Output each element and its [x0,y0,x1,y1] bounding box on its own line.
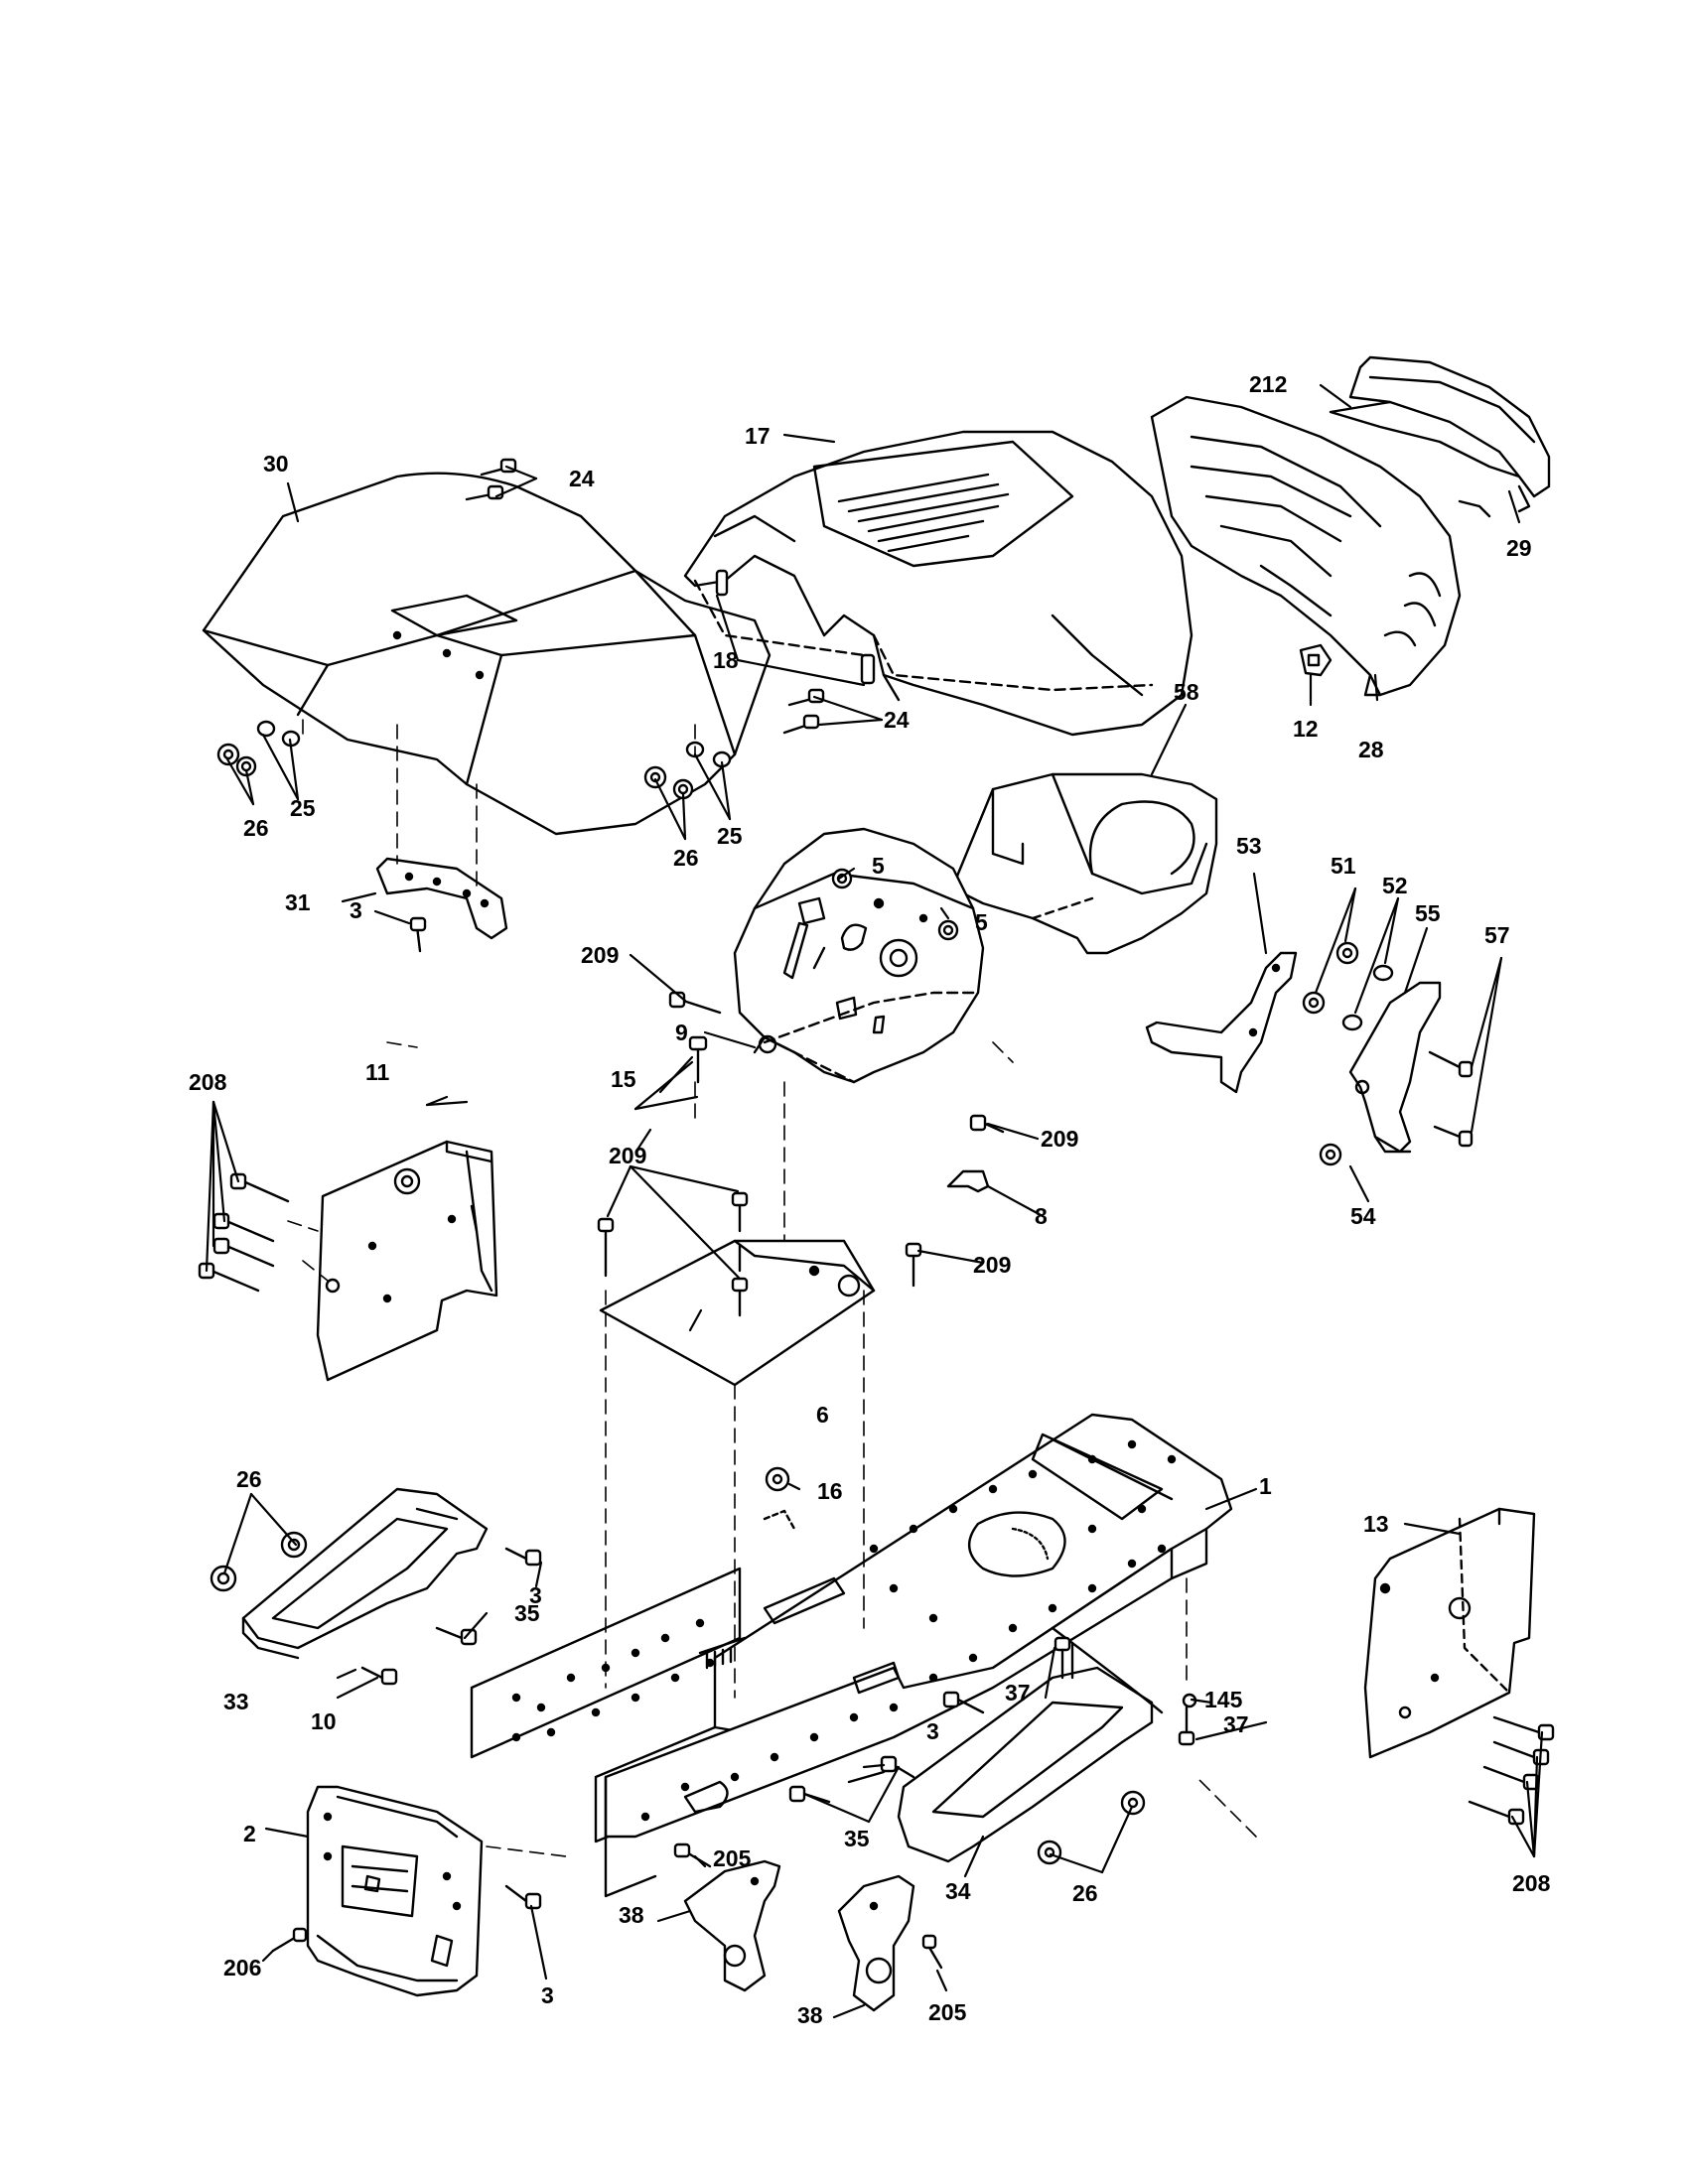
footrest-left-part[interactable] [211,1489,540,1684]
grille-part[interactable] [1152,397,1460,695]
callout-12: 12 [1293,716,1319,742]
callout-15: 15 [611,1066,636,1092]
callout-3: 3 [529,1582,542,1608]
callout-54: 54 [1350,1203,1376,1229]
callout-5: 5 [872,853,885,879]
callout-208: 208 [189,1069,227,1095]
bracket-55-part[interactable] [1350,983,1440,1152]
callout-25: 25 [717,823,743,849]
callout-29: 29 [1506,535,1532,561]
callout-26: 26 [236,1466,262,1492]
callout-35: 35 [844,1826,870,1851]
callout-33: 33 [223,1689,249,1714]
fender-hardware-part[interactable] [218,460,823,951]
shroud-part[interactable] [953,774,1216,953]
callout-209: 209 [973,1252,1011,1278]
callout-6: 6 [816,1402,829,1428]
callout-38: 38 [619,1902,644,1928]
plate-part[interactable] [599,1193,920,1490]
callout-30: 30 [263,451,289,477]
fender-part[interactable] [204,474,770,834]
callout-3: 3 [926,1718,939,1744]
callout-55: 55 [1415,900,1441,926]
callout-52: 52 [1382,873,1408,898]
bracket-38-left-part[interactable] [675,1844,779,1990]
hood-part[interactable] [685,432,1192,735]
leader-lines [205,383,1544,2019]
bumper-part[interactable] [1350,357,1549,516]
callout-209: 209 [609,1143,646,1168]
callout-145: 145 [1204,1687,1243,1712]
callout-26: 26 [1072,1880,1098,1906]
callout-1: 1 [1259,1473,1272,1499]
callout-51: 51 [1331,853,1356,879]
pin-part[interactable] [717,571,874,683]
callout-205: 205 [928,1999,967,2025]
callout-28: 28 [1358,737,1384,762]
callout-11: 11 [365,1059,390,1085]
rear-bracket-part[interactable] [273,1787,540,1995]
callout-31: 31 [285,889,311,915]
callout-209: 209 [1041,1126,1078,1152]
callout-18: 18 [713,647,739,673]
clip-part[interactable] [1301,645,1331,675]
callout-26: 26 [243,815,269,841]
callout-34: 34 [945,1878,971,1904]
callout-26: 26 [673,845,699,871]
callout-53: 53 [1236,833,1262,859]
callout-37: 37 [1005,1680,1031,1706]
callout-24: 24 [884,707,910,733]
callout-205: 205 [713,1845,752,1871]
callout-35: 35 [514,1600,540,1626]
bolt-part[interactable] [1430,1052,1472,1146]
callout-8: 8 [1035,1203,1048,1229]
callout-57: 57 [1484,922,1510,948]
frame-part[interactable] [472,1415,1231,1896]
callout-3: 3 [350,897,362,923]
callout-2: 2 [243,1821,256,1846]
callout-212: 212 [1249,371,1287,397]
callout-labels: 30 24 17 18 24 212 29 12 28 58 25 26 25 … [189,371,1551,2028]
assembly-lines [287,719,1257,1857]
callout-24: 24 [569,466,595,491]
callout-208: 208 [1512,1870,1551,1896]
callout-17: 17 [745,423,771,449]
dash-panel-part[interactable] [735,829,983,1082]
callout-37: 37 [1223,1711,1249,1737]
nut-part[interactable] [1304,943,1392,1164]
callout-9: 9 [675,1020,688,1045]
side-panel-right-part[interactable] [1365,1509,1553,1824]
bracket-53-part[interactable] [1147,953,1296,1092]
callout-16: 16 [817,1478,843,1504]
callout-58: 58 [1174,679,1199,705]
callout-13: 13 [1363,1511,1389,1537]
side-panel-left-part[interactable] [200,1142,496,1380]
callout-25: 25 [290,795,316,821]
bracket-part[interactable] [377,859,506,938]
callout-209: 209 [581,942,619,968]
callout-3: 3 [541,1982,554,2008]
callout-10: 10 [311,1708,337,1734]
callout-38: 38 [797,2002,823,2028]
bracket-38-right-part[interactable] [839,1876,941,2010]
callout-206: 206 [223,1955,261,1980]
callout-5: 5 [975,909,988,935]
